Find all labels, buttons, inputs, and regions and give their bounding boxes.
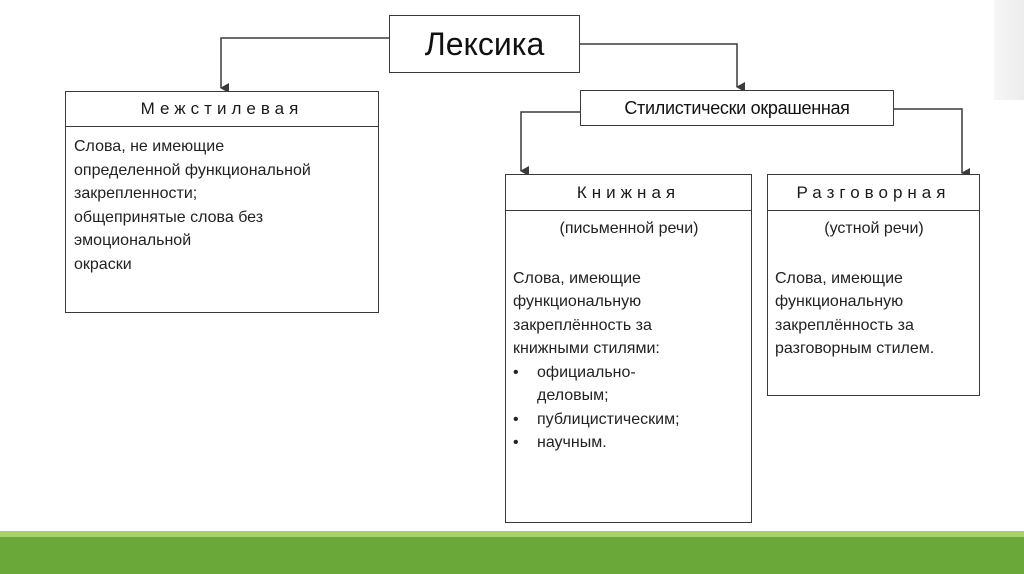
corner-decoration bbox=[994, 0, 1024, 100]
bookish-node: Книжная (письменной речи) Слова, имеющие… bbox=[505, 174, 752, 523]
interstyle-node: Межстилевая Слова, не имеющие определенн… bbox=[65, 91, 379, 313]
colloquial-line: Слова, имеющие bbox=[775, 269, 903, 287]
colloquial-line: разговорным стилем. bbox=[775, 340, 935, 357]
bullet-mark: • bbox=[513, 363, 519, 381]
footer-band-light bbox=[0, 531, 1024, 537]
list-item-text: научным. bbox=[537, 434, 607, 451]
stylistic-node: Стилистически окрашенная bbox=[580, 90, 894, 126]
interstyle-line: закрепленности; bbox=[74, 185, 198, 202]
bookish-title: Книжная bbox=[506, 175, 751, 211]
footer-band bbox=[0, 537, 1024, 574]
colloquial-line: закреплённость за bbox=[775, 316, 914, 334]
colloquial-title: Разговорная bbox=[768, 175, 979, 211]
connector-stylistic-to-colloquial bbox=[894, 108, 970, 178]
colloquial-body: (устной речи) Слова, имеющие функциональ… bbox=[768, 211, 979, 361]
bookish-line: закреплённость за bbox=[513, 316, 652, 334]
connector-stylistic-to-bookish bbox=[520, 111, 580, 176]
list-item: • научным. bbox=[513, 431, 745, 455]
interstyle-body: Слова, не имеющие определенной функциона… bbox=[66, 127, 378, 276]
bookish-line: книжными стилями: bbox=[513, 340, 660, 357]
bullet-mark: • bbox=[513, 434, 519, 451]
interstyle-title: Межстилевая bbox=[66, 92, 378, 127]
bookish-body: (письменной речи) Слова, имеющие функцио… bbox=[506, 211, 751, 455]
list-item-text: официально-деловым; bbox=[537, 363, 636, 405]
connector-root-to-stylistic bbox=[580, 43, 745, 92]
bookish-line: Слова, имеющие bbox=[513, 269, 641, 287]
root-node: Лексика bbox=[389, 15, 580, 73]
colloquial-node: Разговорная (устной речи) Слова, имеющие… bbox=[767, 174, 980, 396]
interstyle-line: окраски bbox=[74, 255, 132, 273]
root-label: Лексика bbox=[424, 25, 545, 62]
colloquial-note: (устной речи) bbox=[824, 220, 924, 237]
bookish-note: (письменной речи) bbox=[559, 220, 699, 237]
bookish-style-list: • официально-деловым; • публицистическим… bbox=[513, 361, 745, 455]
stylistic-label: Стилистически окрашенная bbox=[624, 97, 850, 118]
interstyle-line: эмоциональной bbox=[74, 232, 192, 249]
interstyle-line: определенной функциональной bbox=[74, 161, 311, 179]
colloquial-line: функциональную bbox=[775, 293, 904, 310]
list-item-text: публицистическим; bbox=[537, 410, 680, 428]
bookish-line: функциональную bbox=[513, 293, 642, 310]
list-item: • публицистическим; bbox=[513, 408, 745, 432]
bullet-mark: • bbox=[513, 410, 519, 428]
interstyle-line: Слова, не имеющие bbox=[74, 138, 225, 155]
connector-root-to-interstyle bbox=[220, 37, 389, 93]
interstyle-line: общепринятые слова без bbox=[74, 208, 264, 226]
list-item: • официально-деловым; bbox=[513, 361, 745, 408]
